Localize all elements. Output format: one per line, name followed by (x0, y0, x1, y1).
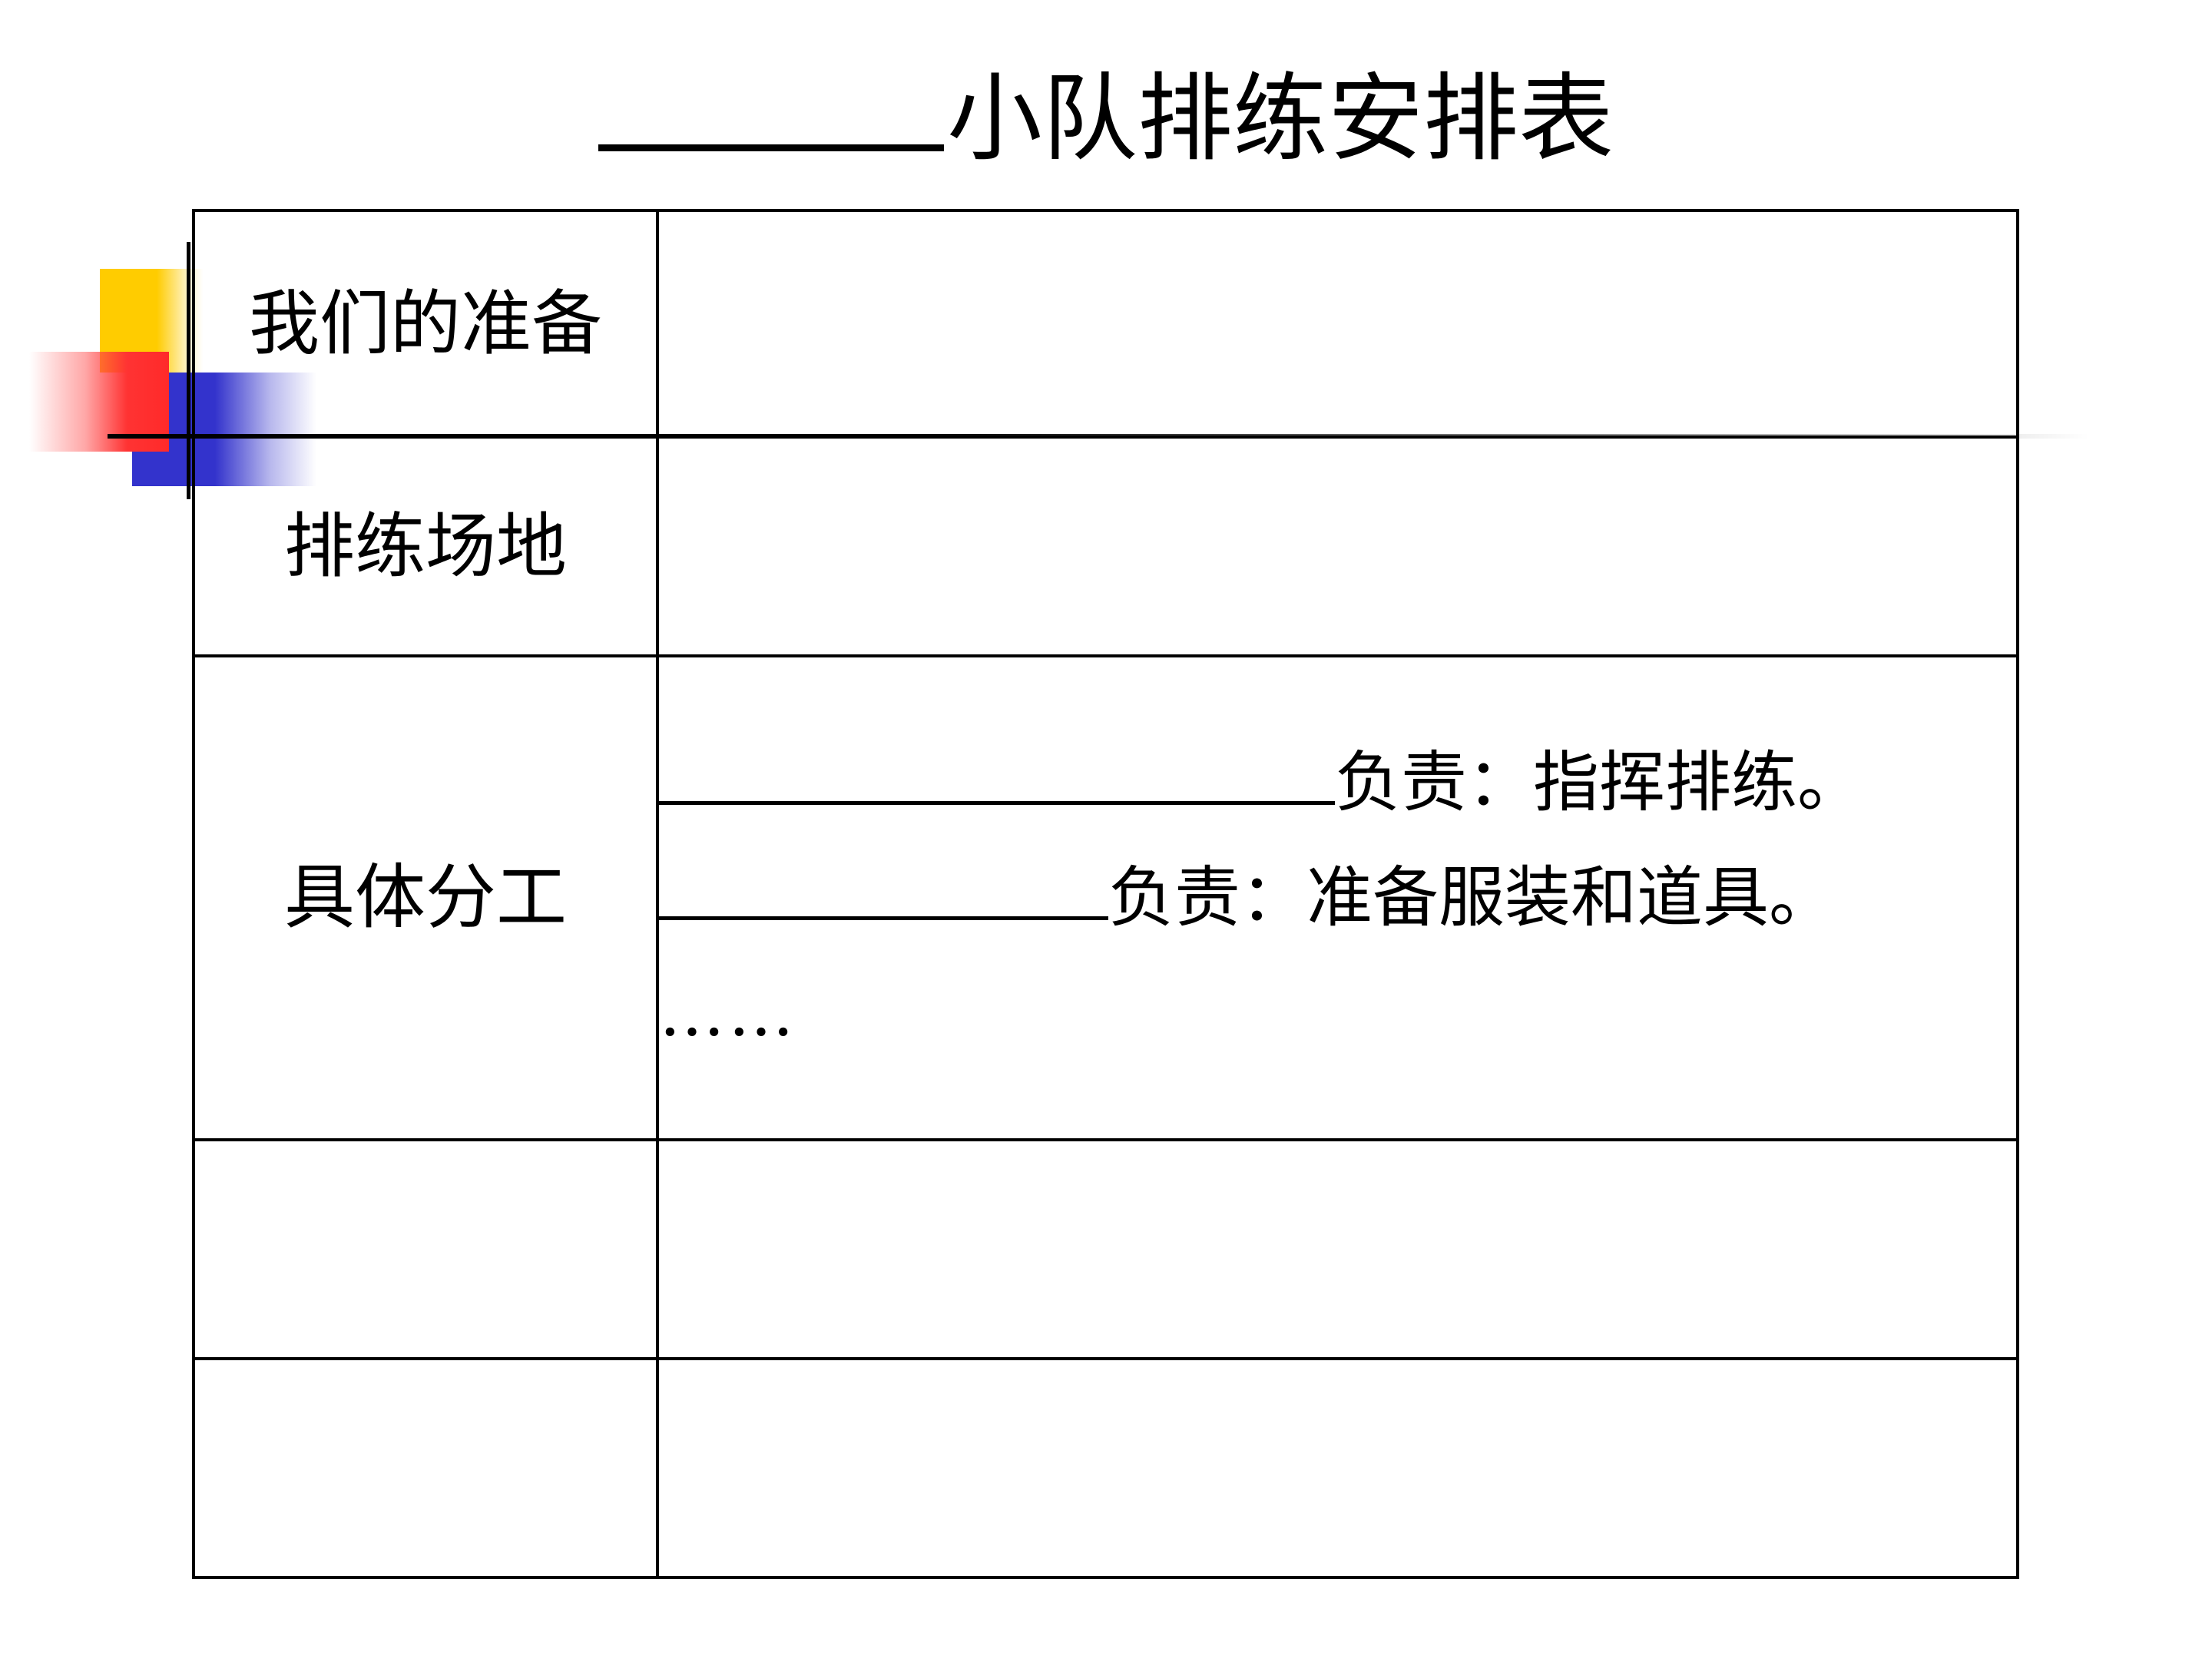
table-row: 具体分工 负责：指挥排练。 负责：准备服装和道具。 …… (192, 654, 2019, 1141)
row-content-empty (656, 1357, 2019, 1579)
table-row (192, 1357, 2019, 1579)
rehearsal-schedule-table: 我们的准备 排练场地 具体分工 负责：指挥排练。 负责：准备服装和道具。 …… (192, 209, 2019, 1579)
row-label-preparation: 我们的准备 (192, 209, 659, 439)
assignment-line: 负责：指挥排练。 (659, 725, 2016, 840)
row-label-venue: 排练场地 (192, 435, 659, 657)
assignment-line: 负责：准备服装和道具。 (659, 840, 2016, 955)
page-title-text: 小队排练安排表 (946, 64, 1614, 174)
row-content-division-of-work: 负责：指挥排练。 负责：准备服装和道具。 …… (656, 654, 2019, 1141)
table-row: 排练场地 (192, 435, 2019, 657)
table-row (192, 1138, 2019, 1360)
row-label-empty (192, 1138, 659, 1360)
row-content-venue (656, 435, 2019, 657)
row-content-preparation (656, 209, 2019, 439)
assignment-text-conductor: 负责：指挥排练。 (1335, 744, 1863, 821)
row-content-empty (656, 1138, 2019, 1360)
decoration-vertical-line (187, 242, 190, 499)
row-label-empty (192, 1357, 659, 1579)
team-name-blank (598, 54, 944, 151)
ellipsis: …… (659, 975, 797, 1051)
table-row: 我们的准备 (192, 209, 2019, 439)
assignment-text-costumes: 负责：准备服装和道具。 (1108, 859, 1835, 936)
assignee-blank (659, 843, 1108, 920)
page-title: 小队排练安排表 (0, 54, 2212, 177)
row-label-division-of-work: 具体分工 (192, 654, 659, 1141)
assignee-blank (659, 727, 1335, 805)
